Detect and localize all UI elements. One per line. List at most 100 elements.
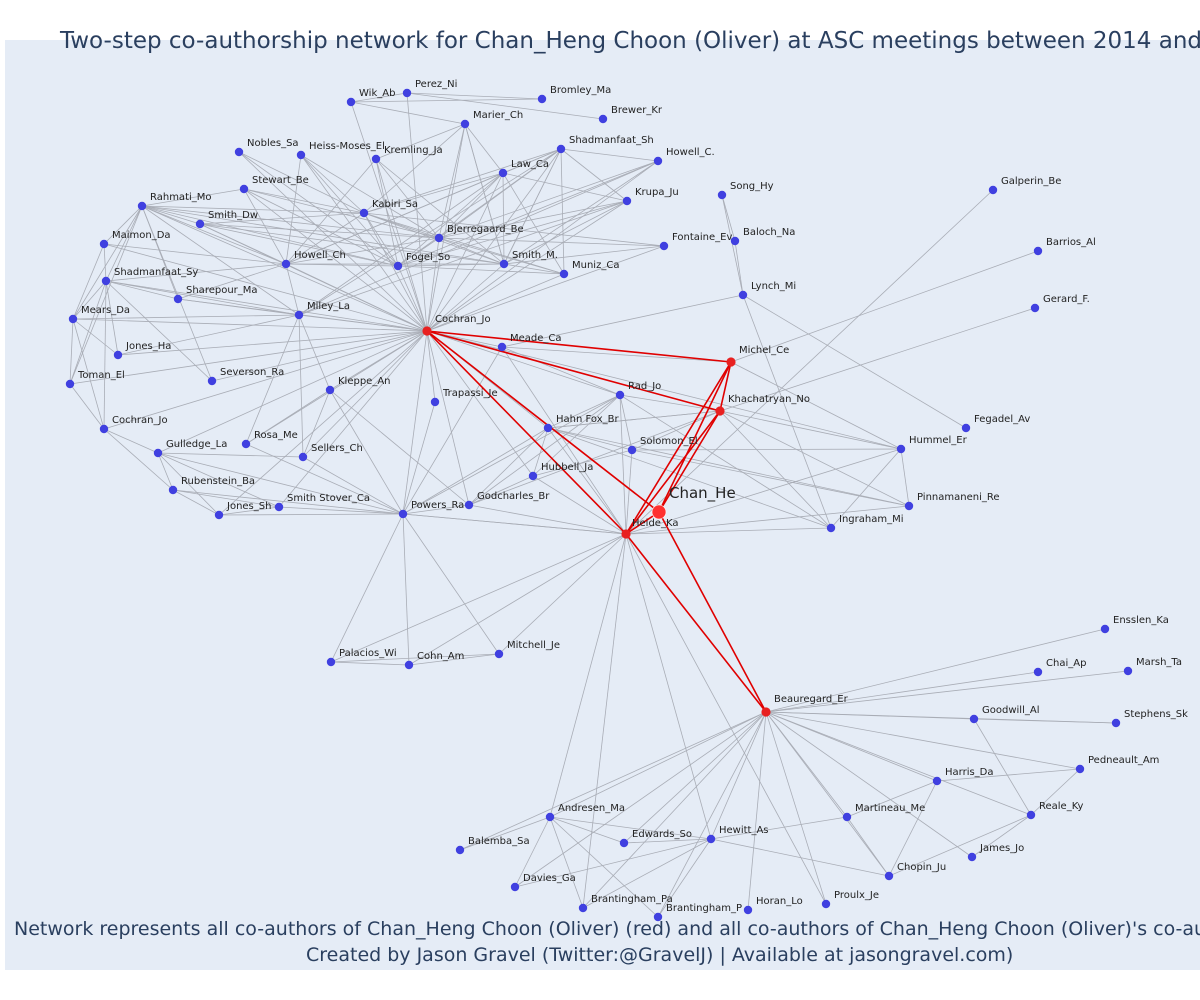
edge	[141, 205, 201, 225]
node-beauregard-er[interactable]	[761, 707, 771, 717]
node-fontaine-ev[interactable]	[659, 241, 669, 251]
node-severson-ra[interactable]	[207, 376, 217, 386]
node-gerard-f-[interactable]	[1030, 303, 1040, 313]
node-barrios-al[interactable]	[1033, 246, 1043, 256]
node-ensslen-ka[interactable]	[1100, 624, 1110, 634]
node-powers-ra[interactable]	[398, 509, 408, 519]
node-heiss-moses-el[interactable]	[296, 150, 306, 160]
node-james-jo[interactable]	[967, 852, 977, 862]
node-rosa-me[interactable]	[241, 439, 251, 449]
node-reale-ky[interactable]	[1026, 810, 1036, 820]
node-baloch-na[interactable]	[730, 236, 740, 246]
node-ingraham-mi[interactable]	[826, 523, 836, 533]
node-howell-c-[interactable]	[653, 156, 663, 166]
node-perez-ni[interactable]	[402, 88, 412, 98]
edge	[402, 330, 428, 515]
node-marsh-ta[interactable]	[1123, 666, 1133, 676]
node-cochran-jo[interactable]	[99, 424, 109, 434]
node-balemba-sa[interactable]	[455, 845, 465, 855]
node-solomon-el[interactable]	[627, 445, 637, 455]
node-bromley-ma[interactable]	[537, 94, 547, 104]
node-brewer-kr[interactable]	[598, 114, 608, 124]
node-bjerregaard-be[interactable]	[434, 233, 444, 243]
node-mitchell-je[interactable]	[494, 649, 504, 659]
node-stephens-sk[interactable]	[1111, 718, 1121, 728]
node-smith-stover-ca[interactable]	[274, 502, 284, 512]
node-galperin-be[interactable]	[988, 185, 998, 195]
node-goodwill-al[interactable]	[969, 714, 979, 724]
node-lynch-mi[interactable]	[738, 290, 748, 300]
edge	[765, 711, 890, 877]
node-hubbell-ja[interactable]	[528, 471, 538, 481]
node-cochran-jo[interactable]	[422, 326, 432, 336]
node-michel-ce[interactable]	[726, 357, 736, 367]
node-toman-el[interactable]	[65, 379, 75, 389]
node-pedneault-am[interactable]	[1075, 764, 1085, 774]
node-rubenstein-ba[interactable]	[168, 485, 178, 495]
node-rad-jo[interactable]	[615, 390, 625, 400]
node-kabiri-sa[interactable]	[359, 208, 369, 218]
node-smith-dw[interactable]	[195, 219, 205, 229]
node-godcharles-br[interactable]	[464, 500, 474, 510]
node-proulx-je[interactable]	[821, 899, 831, 909]
edge	[426, 263, 505, 332]
node-meade-ca[interactable]	[497, 342, 507, 352]
edge	[631, 449, 910, 507]
node-law-ca[interactable]	[498, 168, 508, 178]
node-jones-ha[interactable]	[113, 350, 123, 360]
node-nobles-sa[interactable]	[234, 147, 244, 157]
node-edwards-so[interactable]	[619, 838, 629, 848]
node-miley-la[interactable]	[294, 310, 304, 320]
node-shadmanfaat-sh[interactable]	[556, 144, 566, 154]
node-palacios-wi[interactable]	[326, 657, 336, 667]
node-jones-sh[interactable]	[214, 510, 224, 520]
node-heide-ka[interactable]	[621, 529, 631, 539]
node-horan-lo[interactable]	[743, 905, 753, 915]
node-song-hy[interactable]	[717, 190, 727, 200]
node-trapassi-je[interactable]	[430, 397, 440, 407]
node-label: Marier_Ch	[473, 110, 523, 121]
node-shadmanfaat-sy[interactable]	[101, 276, 111, 286]
node-smith-m-[interactable]	[499, 259, 509, 269]
node-sellers-ch[interactable]	[298, 452, 308, 462]
node-khachatryan-no[interactable]	[715, 406, 725, 416]
node-marier-ch[interactable]	[460, 119, 470, 129]
node-mears-da[interactable]	[68, 314, 78, 324]
node-martineau-me[interactable]	[842, 812, 852, 822]
node-krupa-ju[interactable]	[622, 196, 632, 206]
edge	[459, 711, 767, 851]
edge	[157, 330, 428, 454]
node-stewart-be[interactable]	[239, 184, 249, 194]
edge	[402, 394, 621, 515]
node-label: Jones_Sh	[226, 501, 271, 512]
node-hummel-er[interactable]	[896, 444, 906, 454]
node-wik-ab[interactable]	[346, 97, 356, 107]
edge	[730, 361, 902, 450]
edge	[408, 653, 500, 666]
node-andresen-ma[interactable]	[545, 812, 555, 822]
node-gulledge-la[interactable]	[153, 448, 163, 458]
node-sharepour-ma[interactable]	[173, 294, 183, 304]
node-pinnamaneni-re[interactable]	[904, 501, 914, 511]
node-hewitt-as[interactable]	[706, 834, 716, 844]
node-fogel-so[interactable]	[393, 261, 403, 271]
node-harris-da[interactable]	[932, 776, 942, 786]
node-chan-he[interactable]	[651, 504, 667, 520]
node-chopin-ju[interactable]	[884, 871, 894, 881]
node-brantingham-pa[interactable]	[578, 903, 588, 913]
node-fegadel-av[interactable]	[961, 423, 971, 433]
node-cohn-am[interactable]	[404, 660, 414, 670]
node-davies-ga[interactable]	[510, 882, 520, 892]
edge	[619, 394, 832, 529]
node-muniz-ca[interactable]	[559, 269, 569, 279]
node-kremling-ja[interactable]	[371, 154, 381, 164]
node-chai-ap[interactable]	[1033, 667, 1043, 677]
edge	[468, 410, 721, 506]
node-brantingham-p[interactable]	[653, 912, 663, 922]
node-label: Smith_M.	[512, 250, 558, 261]
node-rahmati-mo[interactable]	[137, 201, 147, 211]
node-kleppe-an[interactable]	[325, 385, 335, 395]
node-maimon-da[interactable]	[99, 239, 109, 249]
node-hahn-fox-br[interactable]	[543, 423, 553, 433]
node-howell-ch[interactable]	[281, 259, 291, 269]
